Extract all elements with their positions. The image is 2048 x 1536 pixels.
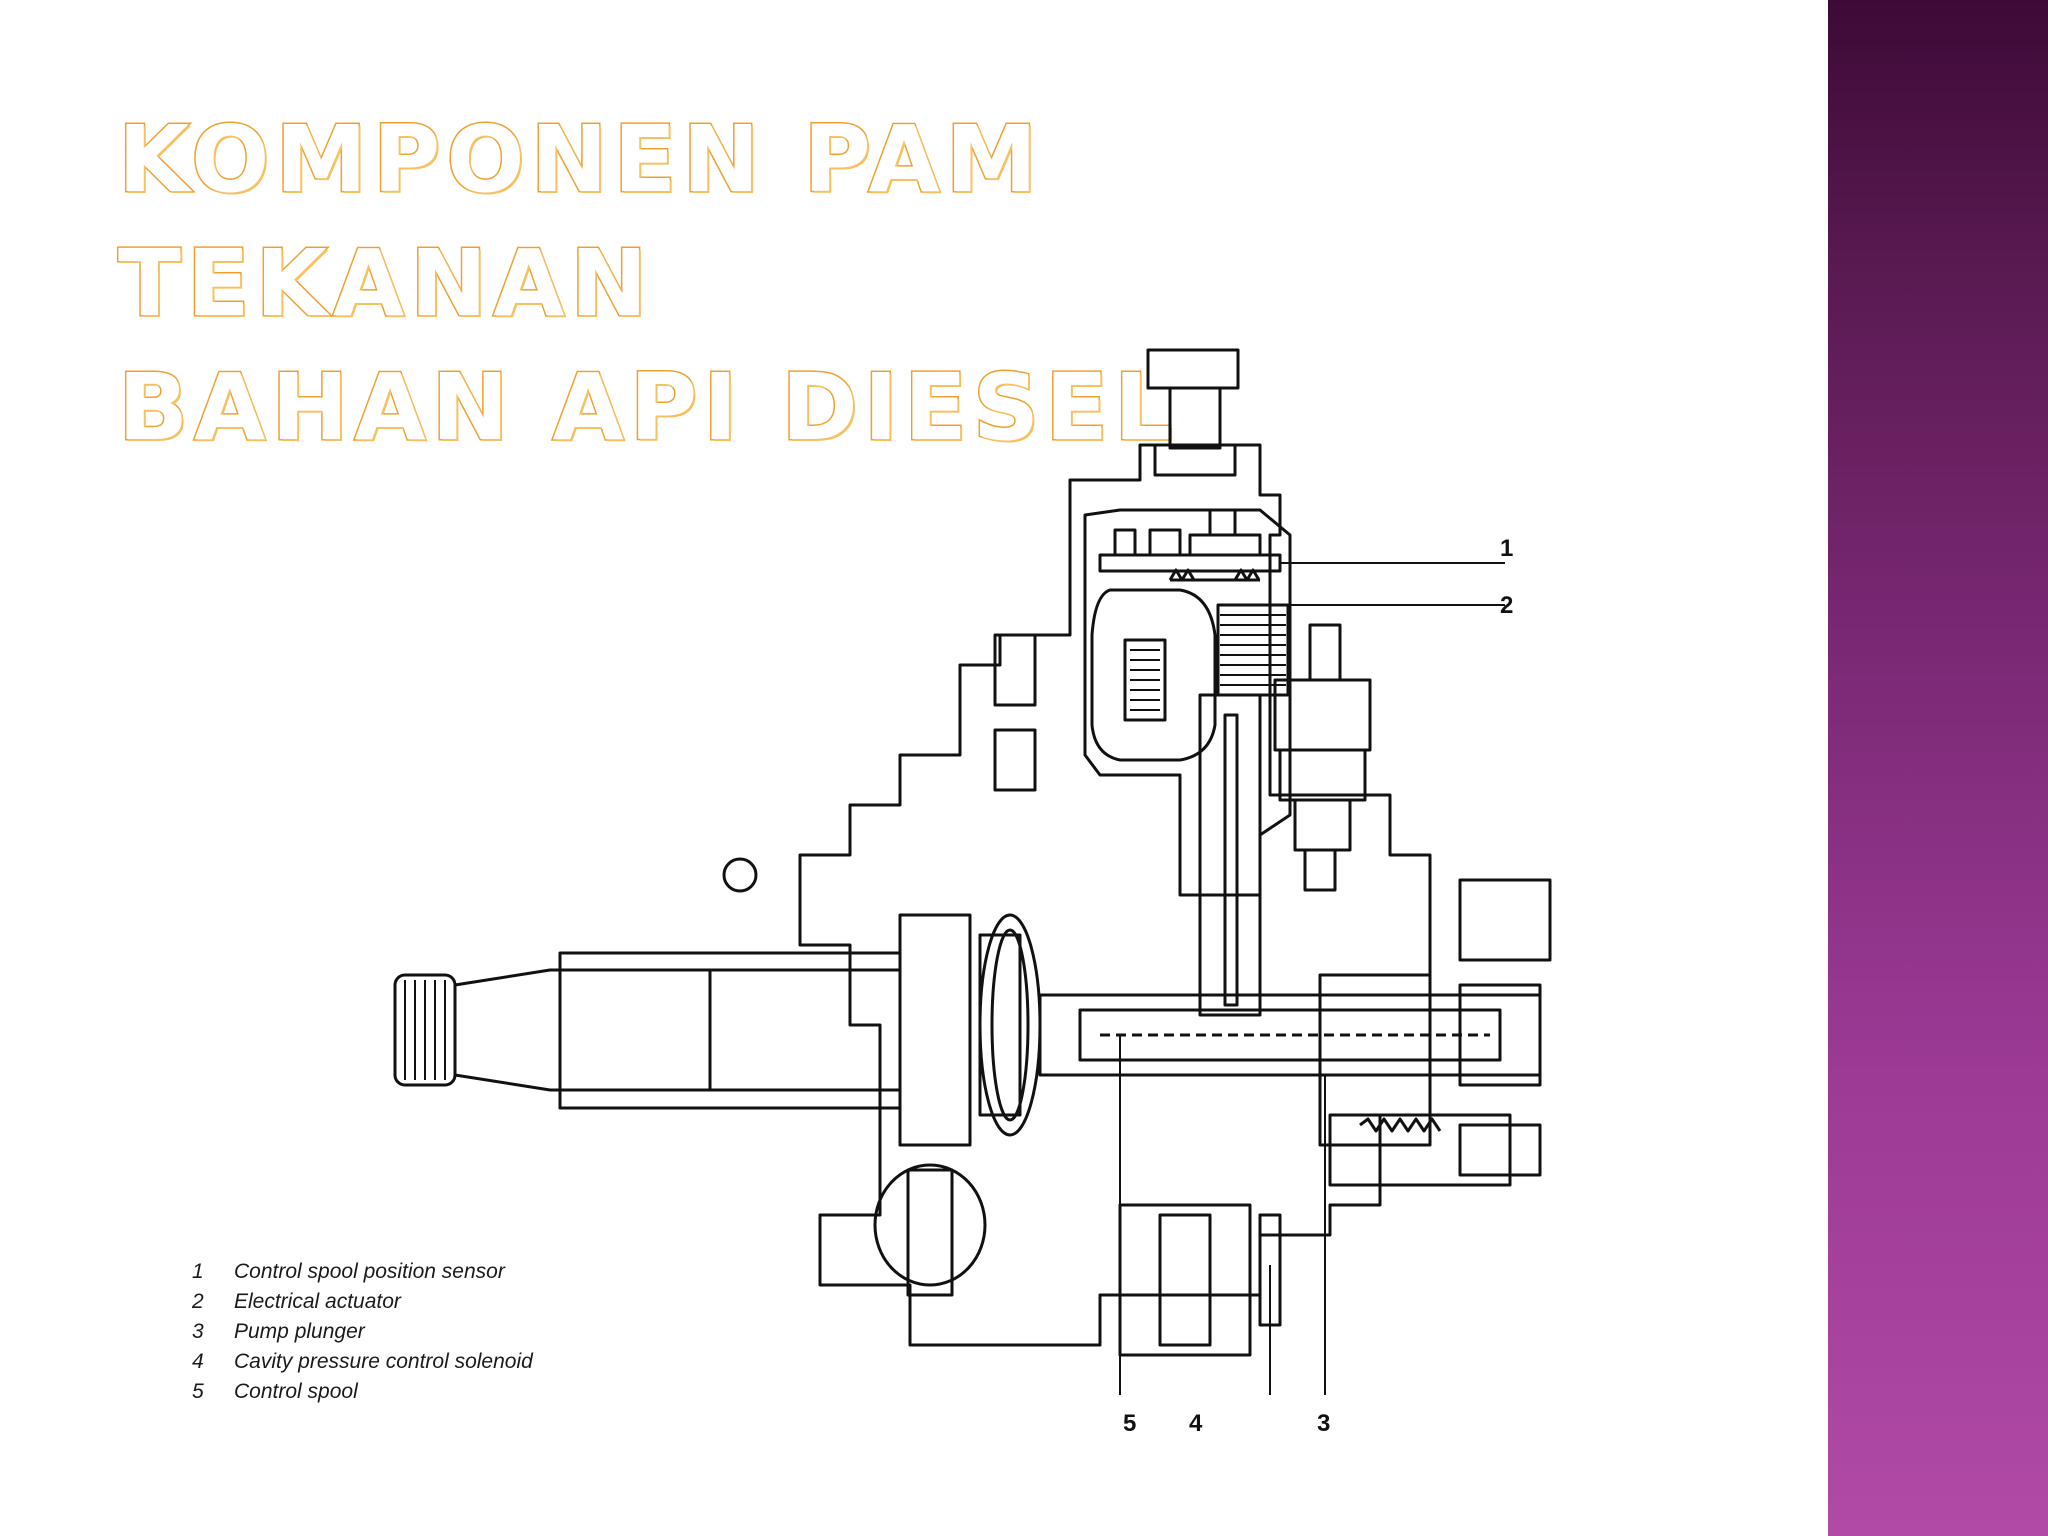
callout-5: 5 xyxy=(1123,1410,1137,1437)
pressure-valve xyxy=(1328,1113,1542,1187)
electrical-actuator xyxy=(1090,588,1290,762)
drive-shaft xyxy=(393,951,902,1110)
left-fitting xyxy=(993,633,1037,792)
callout-leaders xyxy=(1119,562,1505,1395)
title-line-1: KOMPONEN PAM TEKANAN xyxy=(117,105,1044,339)
decorative-sidebar xyxy=(1828,0,2048,1536)
slide-title: KOMPONEN PAM TEKANAN BAHAN API DIESEL xyxy=(117,98,1518,470)
title-line-2: BAHAN API DIESEL xyxy=(117,353,1179,463)
callout-1: 1 xyxy=(1500,535,1514,562)
callout-3: 3 xyxy=(1317,1410,1331,1437)
callout-2: 2 xyxy=(1500,592,1514,619)
diesel-pump-cross-section xyxy=(393,348,1552,1395)
top-cap-nut xyxy=(1146,348,1240,477)
position-sensor-board xyxy=(1098,508,1282,582)
actuator-shaft xyxy=(1198,693,1262,1017)
small-plug xyxy=(722,857,758,893)
cavity-pressure-solenoid xyxy=(873,1163,1282,1357)
right-upper-fitting xyxy=(1273,623,1372,892)
pump-housing xyxy=(798,443,1432,1347)
pump-plunger xyxy=(1038,878,1552,1147)
callout-4: 4 xyxy=(1189,1410,1203,1437)
cam-plate xyxy=(898,913,1042,1147)
